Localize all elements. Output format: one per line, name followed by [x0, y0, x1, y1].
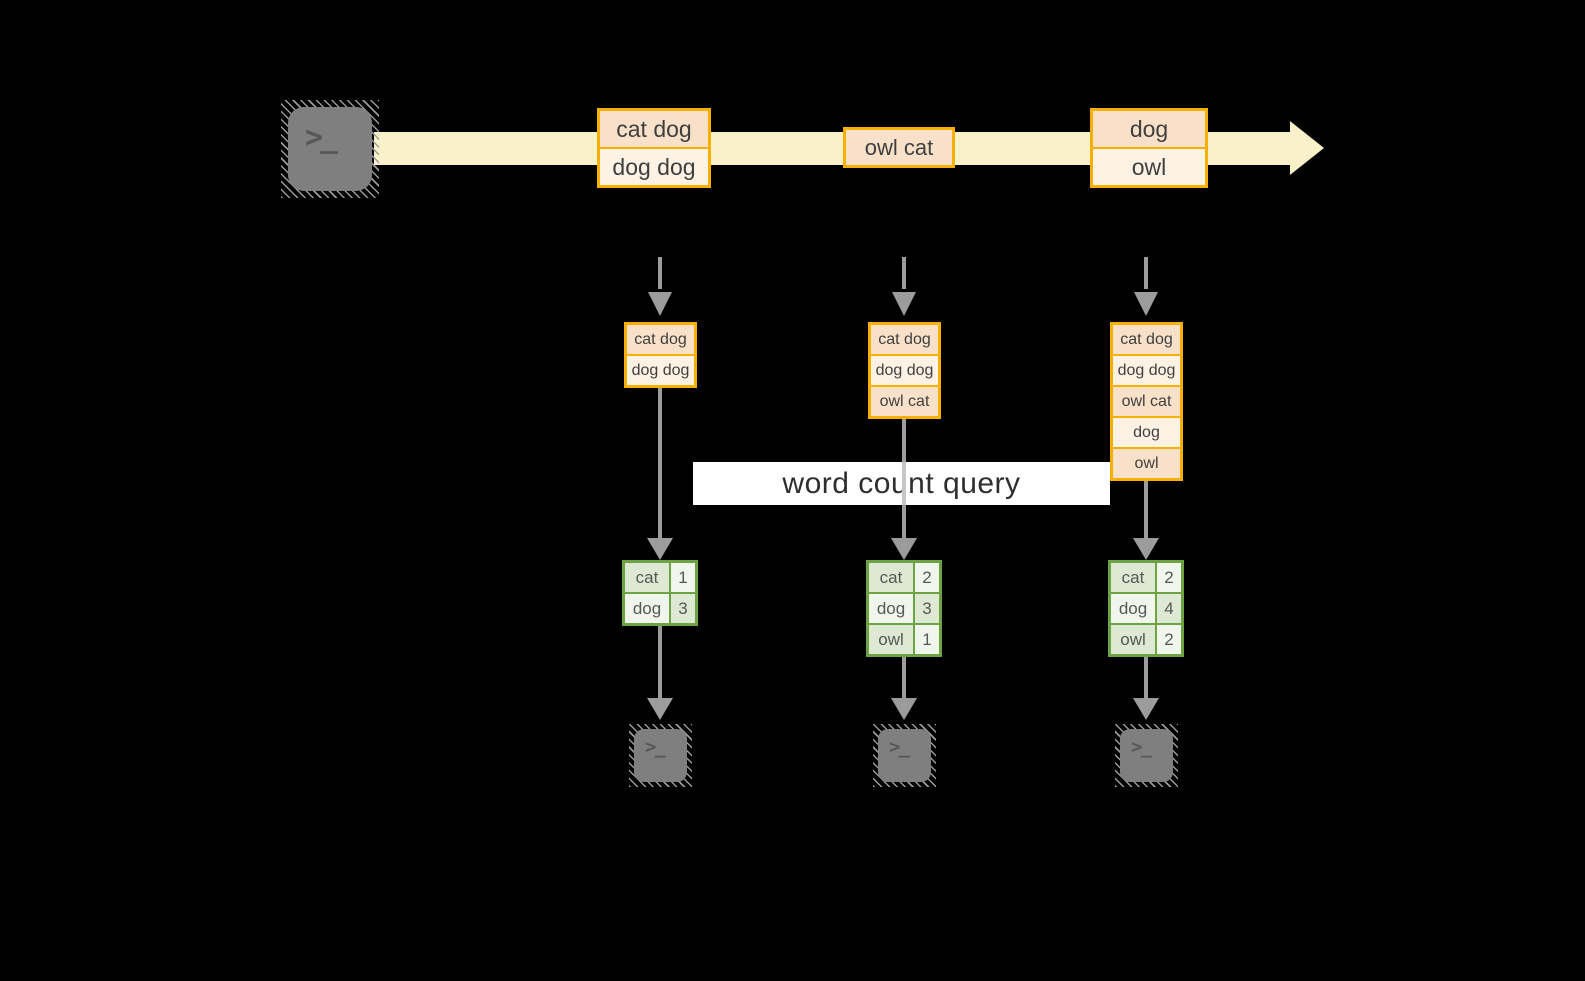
word-cell: owl [869, 625, 913, 654]
word-cell: cat [869, 563, 913, 592]
word-count-table: cat 2 dog 3 owl 1 [866, 560, 942, 657]
word-cell: dog [625, 594, 669, 623]
buffer-record: cat dog [1113, 325, 1180, 354]
output-flow-line [658, 626, 662, 700]
input-buffer-box: cat dog dog dog owl cat dog owl [1110, 322, 1183, 481]
word-count-table: cat 1 dog 3 [622, 560, 698, 626]
word-cell: dog [869, 594, 913, 623]
buffer-record: dog [1113, 418, 1180, 447]
input-buffer-box: cat dog dog dog [624, 322, 697, 388]
word-cell: owl [1111, 625, 1155, 654]
stream-batch-box-2: owl cat [843, 127, 955, 168]
sink-terminal-icon: >_ [1115, 724, 1178, 787]
terminal-prompt-glyph: >_ [1131, 736, 1152, 758]
ingest-arrow-dash [902, 257, 906, 289]
buffer-record: cat dog [871, 325, 938, 354]
count-cell: 3 [915, 594, 939, 623]
flow-arrowhead-icon [1133, 698, 1159, 720]
terminal-body: >_ [288, 107, 372, 191]
sink-terminal-icon: >_ [873, 724, 936, 787]
count-cell: 2 [1157, 563, 1181, 592]
count-cell: 2 [1157, 625, 1181, 654]
word-count-table: cat 2 dog 4 owl 2 [1108, 560, 1184, 657]
stream-arrowhead-icon [1290, 121, 1324, 175]
buffer-record: dog dog [871, 356, 938, 385]
stream-record: cat dog [600, 111, 708, 147]
flow-arrowhead-icon [891, 698, 917, 720]
source-terminal-icon: >_ [281, 100, 379, 198]
query-banner: word count query [693, 462, 1110, 505]
terminal-body: >_ [878, 729, 931, 782]
buffer-record: cat dog [627, 325, 694, 354]
ingest-arrowhead-icon [892, 292, 916, 316]
buffer-record: dog dog [1113, 356, 1180, 385]
buffer-record: owl cat [1113, 387, 1180, 416]
ingest-arrowhead-icon [1134, 292, 1158, 316]
word-cell: cat [1111, 563, 1155, 592]
word-cell: dog [1111, 594, 1155, 623]
terminal-body: >_ [634, 729, 687, 782]
flow-arrowhead-icon [1133, 538, 1159, 560]
flow-arrowhead-icon [891, 538, 917, 560]
ingest-arrow-dash [1144, 257, 1148, 289]
terminal-prompt-glyph: >_ [645, 736, 666, 758]
buffer-record: owl cat [871, 387, 938, 416]
count-cell: 1 [915, 625, 939, 654]
ingest-arrowhead-icon [648, 292, 672, 316]
terminal-body: >_ [1120, 729, 1173, 782]
stream-record: dog [1093, 111, 1205, 147]
query-flow-line [658, 388, 662, 540]
buffer-record: dog dog [627, 356, 694, 385]
terminal-prompt-glyph: >_ [305, 120, 338, 155]
stream-batch-box-1: cat dog dog dog [597, 108, 711, 188]
count-cell: 4 [1157, 594, 1181, 623]
ingest-arrow-dash [658, 257, 662, 289]
flow-arrowhead-icon [647, 538, 673, 560]
query-flow-line [1144, 481, 1148, 540]
count-cell: 3 [671, 594, 695, 623]
query-flow-line-over-banner [902, 462, 906, 505]
stream-batch-box-3: dog owl [1090, 108, 1208, 188]
input-buffer-box: cat dog dog dog owl cat [868, 322, 941, 419]
terminal-prompt-glyph: >_ [889, 736, 910, 758]
sink-terminal-icon: >_ [629, 724, 692, 787]
query-label: word count query [782, 466, 1021, 500]
output-flow-line [1144, 657, 1148, 700]
buffer-record: owl [1113, 449, 1180, 478]
stream-record: dog dog [600, 149, 708, 185]
stream-record: owl [1093, 149, 1205, 185]
count-cell: 2 [915, 563, 939, 592]
output-flow-line [902, 657, 906, 700]
count-cell: 1 [671, 563, 695, 592]
flow-arrowhead-icon [647, 698, 673, 720]
word-cell: cat [625, 563, 669, 592]
stream-record: owl cat [846, 130, 952, 165]
